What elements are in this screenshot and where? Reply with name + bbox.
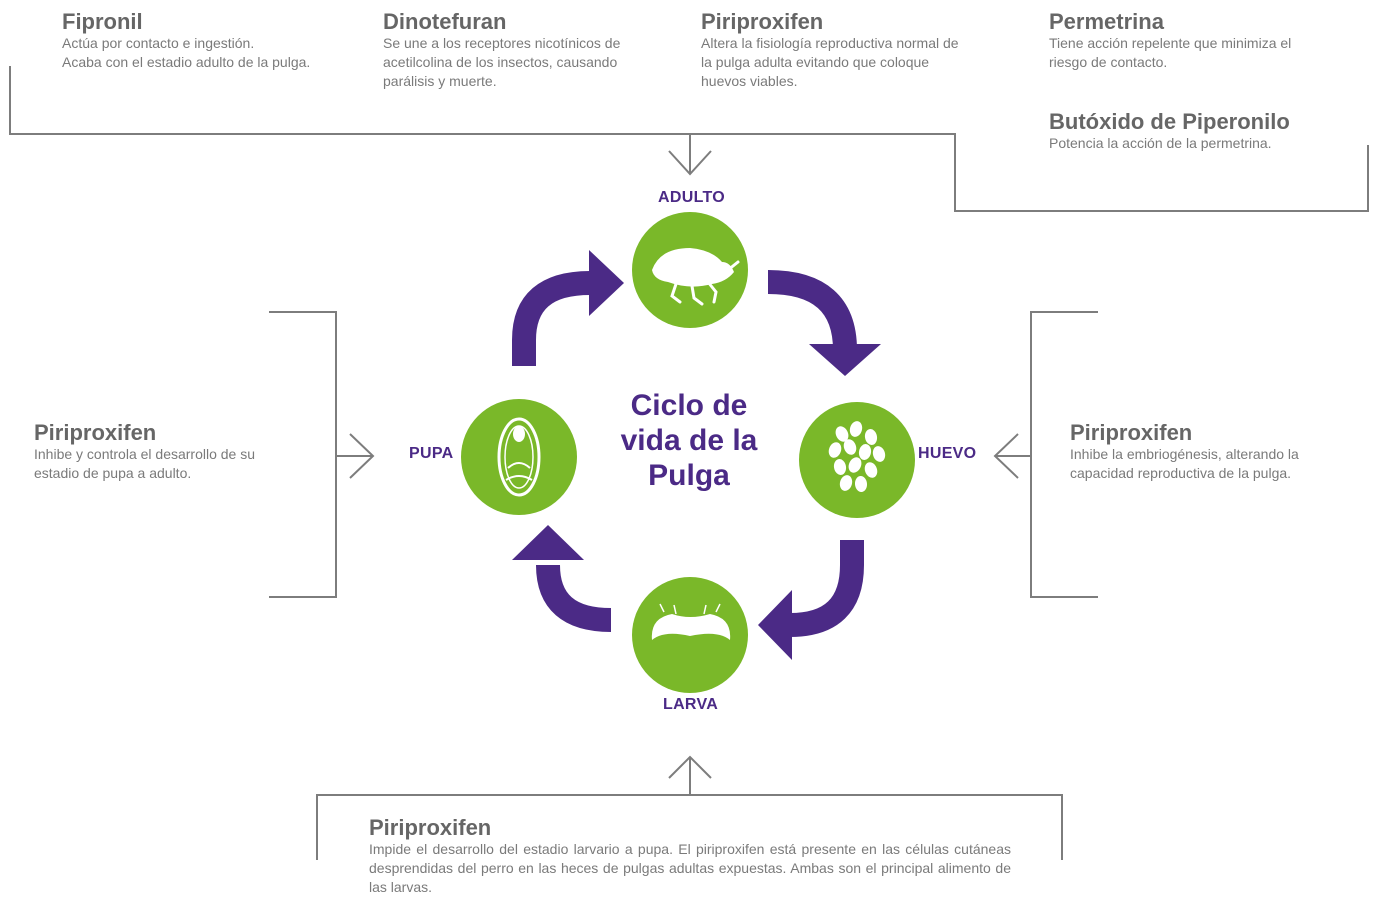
- pupa-icon: [497, 417, 541, 497]
- active-description: Potencia la acción de la permetrina.: [1049, 135, 1272, 151]
- active-description: Inhibe y controla el desarrollo de su es…: [34, 446, 256, 481]
- stage-label-larva: LARVA: [663, 696, 719, 713]
- active-butoxido-de-piperonilo: Butóxido de Piperonilo Potencia la acció…: [1049, 110, 1369, 153]
- active-piriproxifen-larva: Piriproxifen Impide el desarrollo del es…: [369, 816, 1011, 897]
- arrow-pupa-to-adulto-shaft: [512, 271, 591, 366]
- arrow-larva-to-pupa-shaft: [536, 564, 612, 632]
- larva-icon: [651, 603, 731, 640]
- active-permetrina: Permetrina Tiene acción repelente que mi…: [1049, 10, 1349, 72]
- active-description: Altera la fisiología reproductiva normal…: [701, 35, 959, 89]
- active-dinotefuran: Dinotefuran Se une a los receptores nico…: [383, 10, 673, 91]
- arrow-larva-to-pupa-head: [512, 525, 584, 560]
- eggs-icon: [828, 421, 886, 492]
- active-piriproxifen-huevo: Piriproxifen Inhibe la embriogénesis, al…: [1070, 421, 1360, 483]
- stage-label-pupa: PUPA: [409, 445, 454, 462]
- stage-label-adulto: ADULTO: [658, 189, 725, 206]
- active-description: Tiene acción repelente que minimiza el r…: [1049, 35, 1292, 70]
- active-title: Piriproxifen: [34, 420, 157, 445]
- top-left-bracket: [9, 66, 1369, 212]
- active-description: Se une a los receptores nicotínicos de a…: [383, 35, 621, 89]
- active-title: Permetrina: [1049, 9, 1164, 34]
- arrow-adulto-to-huevo-shaft: [767, 270, 857, 351]
- active-title: Dinotefuran: [383, 9, 507, 34]
- active-title: Fipronil: [62, 9, 143, 34]
- active-description: Actúa por contacto e ingestión. Acaba co…: [62, 35, 311, 70]
- flea-icon: [652, 248, 740, 306]
- pupa-circle: [461, 399, 577, 515]
- active-description: Inhibe la embriogénesis, alterando la ca…: [1070, 446, 1299, 481]
- stage-label-huevo: HUEVO: [918, 445, 977, 462]
- active-title: Piriproxifen: [369, 815, 492, 840]
- diagram-center-title: Ciclo de vida de la Pulga: [620, 389, 758, 492]
- arrow-huevo-to-larva-shaft: [789, 540, 864, 637]
- active-title: Piriproxifen: [1070, 420, 1193, 445]
- active-description: Impide el desarrollo del estadio larvari…: [369, 841, 1011, 895]
- active-title: Piriproxifen: [701, 9, 824, 34]
- active-piriproxifen-adulto: Piriproxifen Altera la fisiología reprod…: [701, 10, 1001, 91]
- arrow-huevo-to-larva-head: [758, 590, 792, 660]
- right-bracket: [1030, 311, 1098, 598]
- active-fipronil: Fipronil Actúa por contacto e ingestión.…: [62, 10, 362, 72]
- arrow-adulto-to-huevo-head: [809, 344, 881, 376]
- active-title: Butóxido de Piperonilo: [1049, 109, 1290, 134]
- arrow-pupa-to-adulto-head: [589, 250, 624, 316]
- left-bracket: [269, 311, 337, 598]
- active-piriproxifen-pupa: Piriproxifen Inhibe y controla el desarr…: [34, 421, 324, 483]
